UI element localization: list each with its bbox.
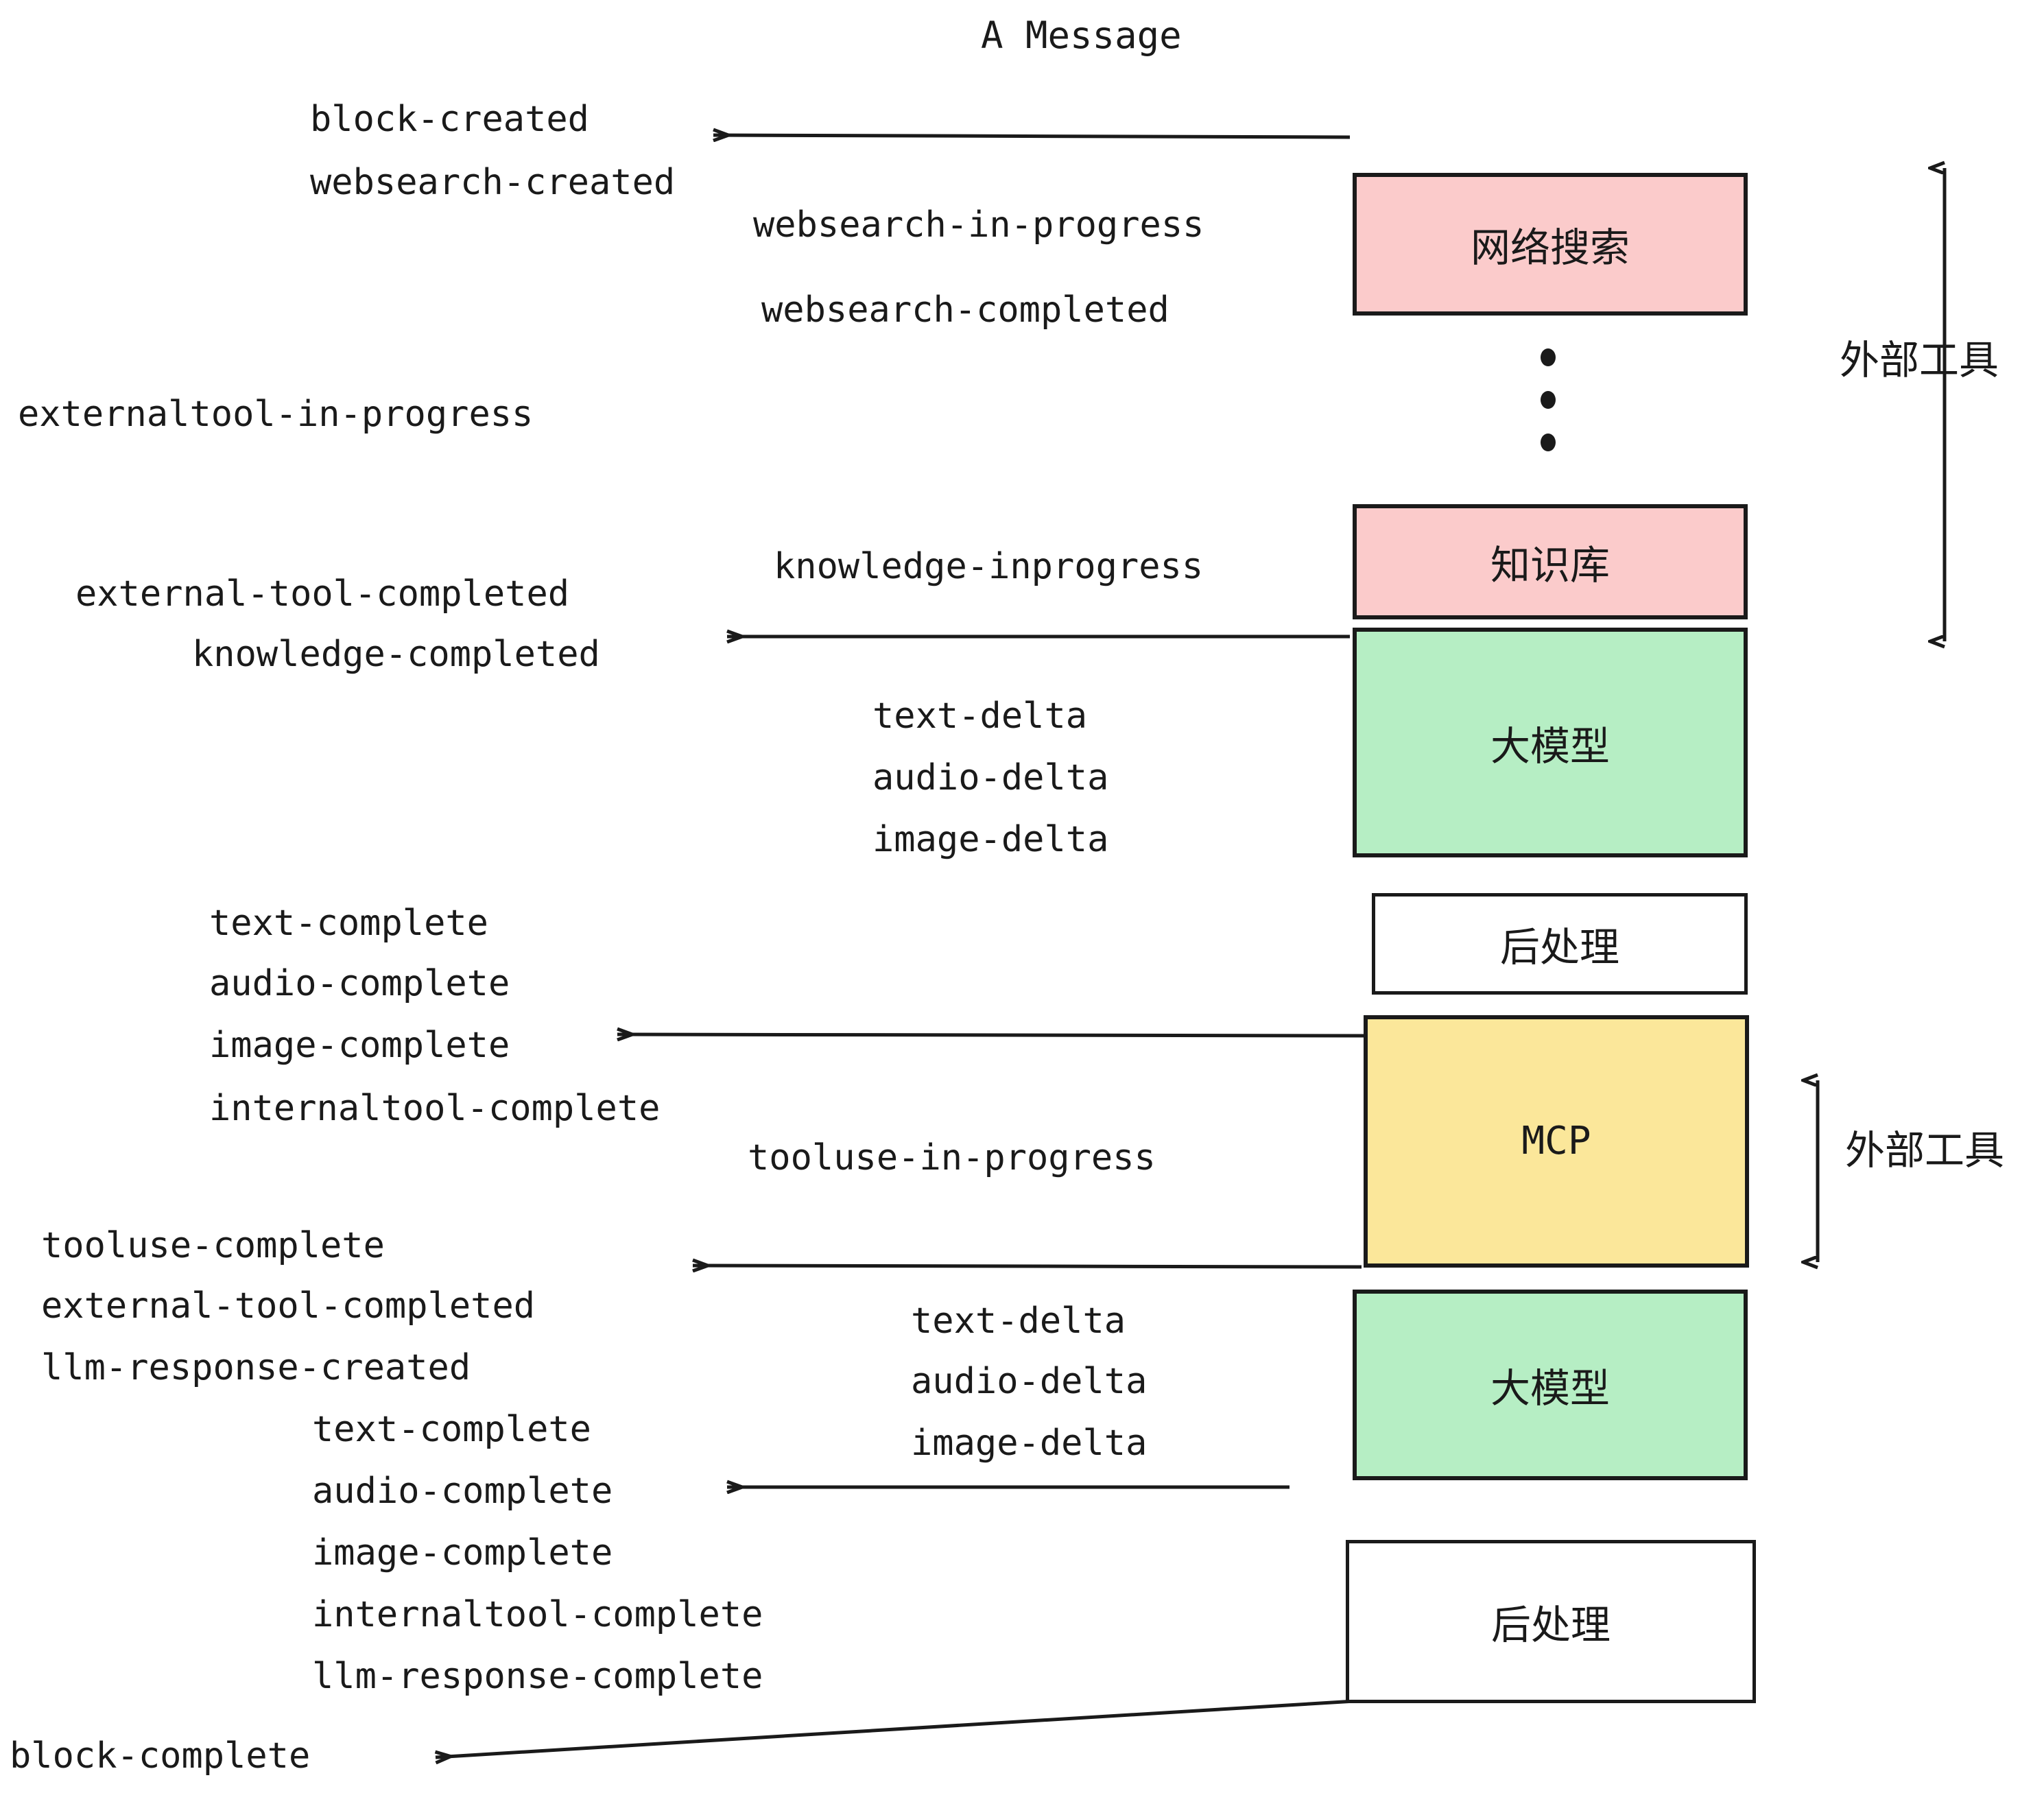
event-image-delta-2: image-delta <box>911 1423 1148 1464</box>
event-websearch-completed: websearch-completed <box>761 289 1169 331</box>
arrow-image-complete <box>617 1034 1371 1036</box>
arrow-tooluse-complete <box>693 1266 1362 1267</box>
event-externaltool-in-progress: externaltool-in-progress <box>18 394 534 435</box>
ellipsis-dot <box>1541 434 1556 451</box>
event-knowledge-completed: knowledge-completed <box>192 634 600 675</box>
page-title: A Message <box>981 14 1182 57</box>
event-text-complete-1: text-complete <box>209 903 488 944</box>
event-knowledge-inprogress: knowledge-inprogress <box>774 546 1204 587</box>
node-mcp-label: MCP <box>1521 1119 1591 1163</box>
label-external-tool-bottom: 外部工具 <box>1845 1127 2005 1174</box>
event-internaltool-complete-2: internaltool-complete <box>312 1594 763 1635</box>
event-audio-complete-1: audio-complete <box>209 963 510 1004</box>
node-postprocess-1-label: 后处理 <box>1499 924 1619 971</box>
event-llm-response-complete: llm-response-complete <box>312 1656 763 1697</box>
event-text-delta-2: text-delta <box>911 1301 1126 1342</box>
node-llm-2-label: 大模型 <box>1490 1365 1610 1412</box>
event-tooluse-complete: tooluse-complete <box>41 1225 385 1266</box>
node-postprocess-1[interactable]: 后处理 <box>1372 893 1748 995</box>
event-internaltool-complete-1: internaltool-complete <box>209 1088 661 1129</box>
node-postprocess-2[interactable]: 后处理 <box>1346 1540 1756 1703</box>
event-llm-response-created: llm-response-created <box>41 1347 471 1388</box>
event-external-tool-completed-1: external-tool-completed <box>75 573 570 615</box>
event-audio-delta-2: audio-delta <box>911 1361 1148 1402</box>
node-llm-2[interactable]: 大模型 <box>1353 1290 1748 1480</box>
event-audio-complete-2: audio-complete <box>312 1471 613 1512</box>
ellipsis-dot <box>1541 391 1556 409</box>
event-audio-delta-1: audio-delta <box>872 757 1109 798</box>
event-text-complete-2: text-complete <box>312 1409 591 1450</box>
node-mcp[interactable]: MCP <box>1364 1015 1749 1268</box>
node-knowledge[interactable]: 知识库 <box>1353 504 1748 619</box>
node-postprocess-2-label: 后处理 <box>1490 1602 1611 1648</box>
label-external-tool-top: 外部工具 <box>1840 337 1999 383</box>
node-websearch-label: 网络搜索 <box>1470 224 1630 271</box>
event-text-delta-1: text-delta <box>872 696 1088 737</box>
event-block-complete: block-complete <box>10 1735 311 1777</box>
event-websearch-in-progress: websearch-in-progress <box>753 204 1204 246</box>
arrow-block-complete <box>436 1699 1355 1757</box>
node-llm-1[interactable]: 大模型 <box>1353 628 1748 857</box>
node-websearch[interactable]: 网络搜索 <box>1353 173 1748 316</box>
node-knowledge-label: 知识库 <box>1490 542 1610 589</box>
event-image-complete-1: image-complete <box>209 1025 510 1066</box>
event-image-complete-2: image-complete <box>312 1532 613 1574</box>
event-tooluse-in-progress: tooluse-in-progress <box>748 1137 1156 1178</box>
event-image-delta-1: image-delta <box>872 819 1109 860</box>
arrow-websearch-created <box>713 135 1351 137</box>
event-block-created: block-created <box>310 99 589 140</box>
ellipsis-dot <box>1541 348 1556 366</box>
event-websearch-created: websearch-created <box>310 162 676 203</box>
event-external-tool-completed-2: external-tool-completed <box>41 1285 536 1327</box>
node-llm-1-label: 大模型 <box>1490 722 1610 770</box>
